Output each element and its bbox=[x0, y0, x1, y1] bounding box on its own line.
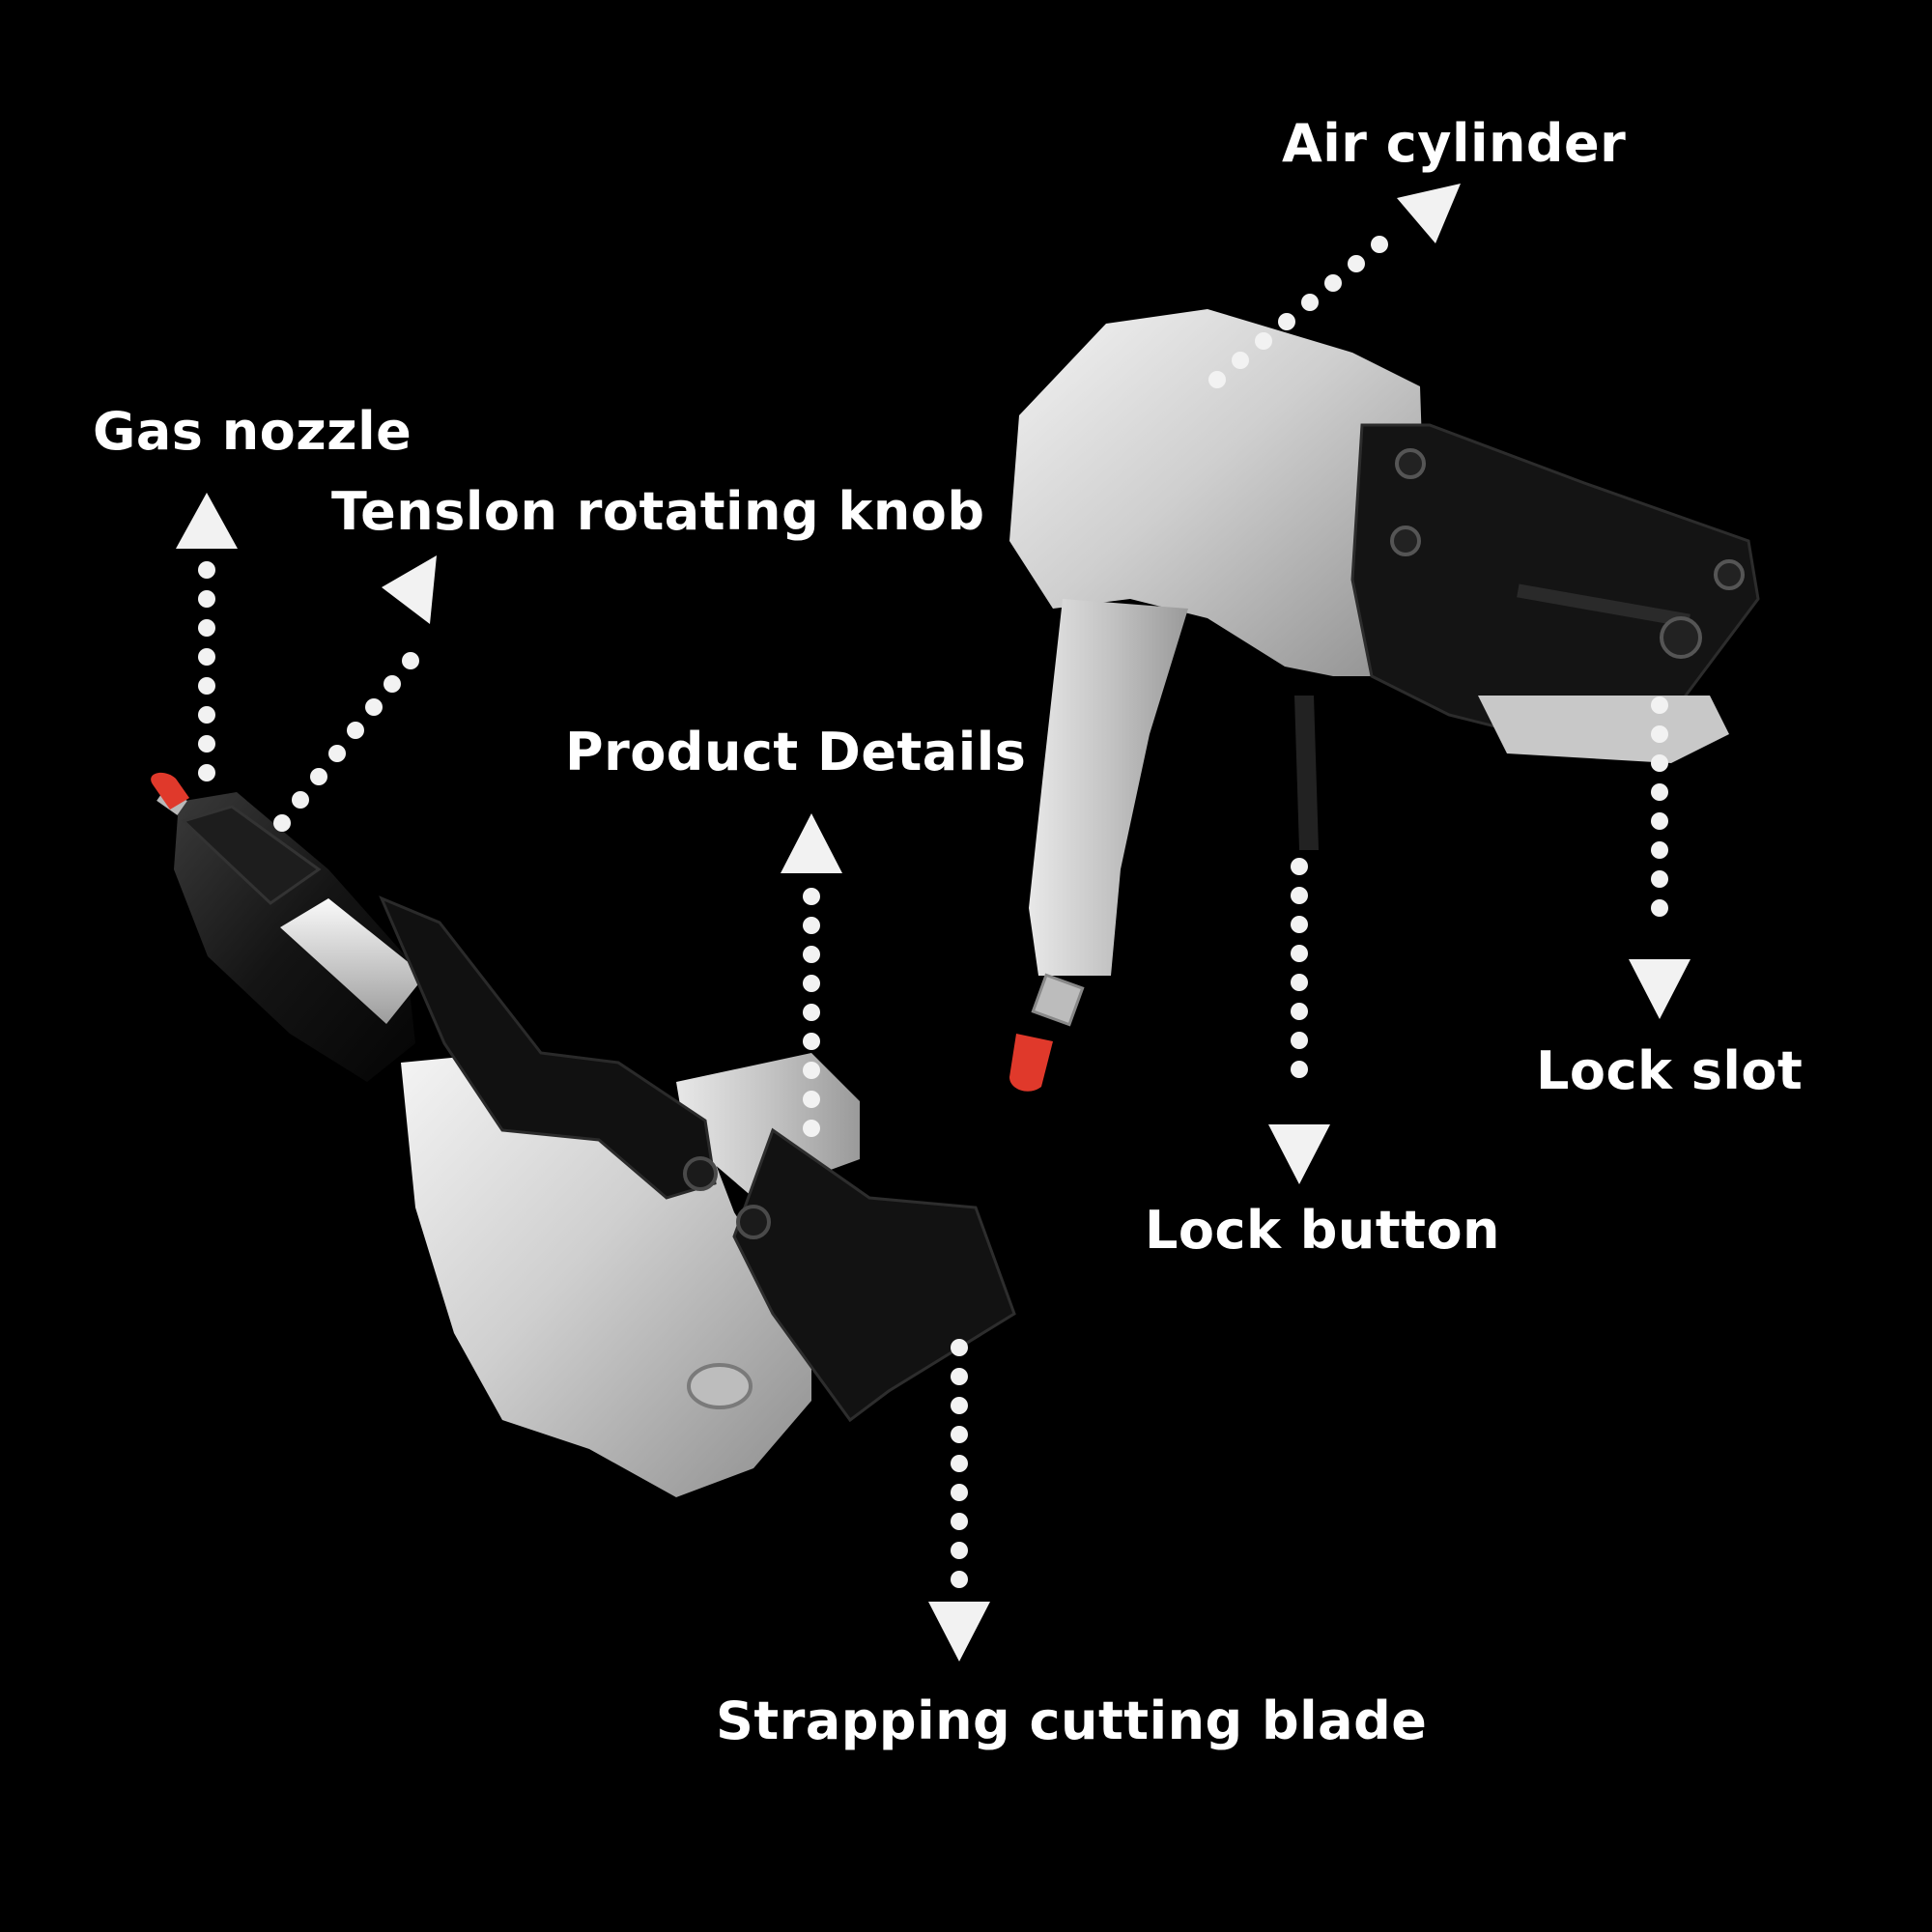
product-details-label: Product Details bbox=[565, 722, 1027, 782]
strapping-blade-label: Strapping cutting blade bbox=[716, 1690, 1428, 1751]
left-tool-head bbox=[732, 1127, 1016, 1423]
product-details-arrow bbox=[781, 813, 842, 1137]
strapping-blade-arrow bbox=[928, 1339, 990, 1662]
lock-button-label: Lock button bbox=[1145, 1200, 1500, 1261]
lock-button-arrow bbox=[1268, 858, 1330, 1184]
lock-slot-arrow bbox=[1629, 696, 1690, 1019]
right-strapping-tool bbox=[1009, 309, 1760, 1092]
left-strapping-tool bbox=[151, 772, 1016, 1497]
callout-arrows bbox=[176, 184, 1690, 1662]
right-tool-grip bbox=[1029, 599, 1188, 976]
air-cylinder-arrow bbox=[1208, 184, 1461, 388]
right-air-inlet-tip bbox=[1009, 1034, 1053, 1092]
tension-knob-label: Tenslon rotating knob bbox=[331, 481, 985, 542]
lock-slot-label: Lock slot bbox=[1536, 1040, 1804, 1101]
gas-nozzle-label: Gas nozzle bbox=[93, 401, 412, 462]
left-gas-nozzle-tip bbox=[151, 772, 189, 810]
air-cylinder-label: Air cylinder bbox=[1282, 113, 1627, 174]
tension-knob-arrow bbox=[273, 555, 437, 832]
left-tool-lever bbox=[379, 895, 717, 1200]
gas-nozzle-arrow bbox=[176, 493, 238, 781]
right-tool-body bbox=[1009, 309, 1430, 676]
